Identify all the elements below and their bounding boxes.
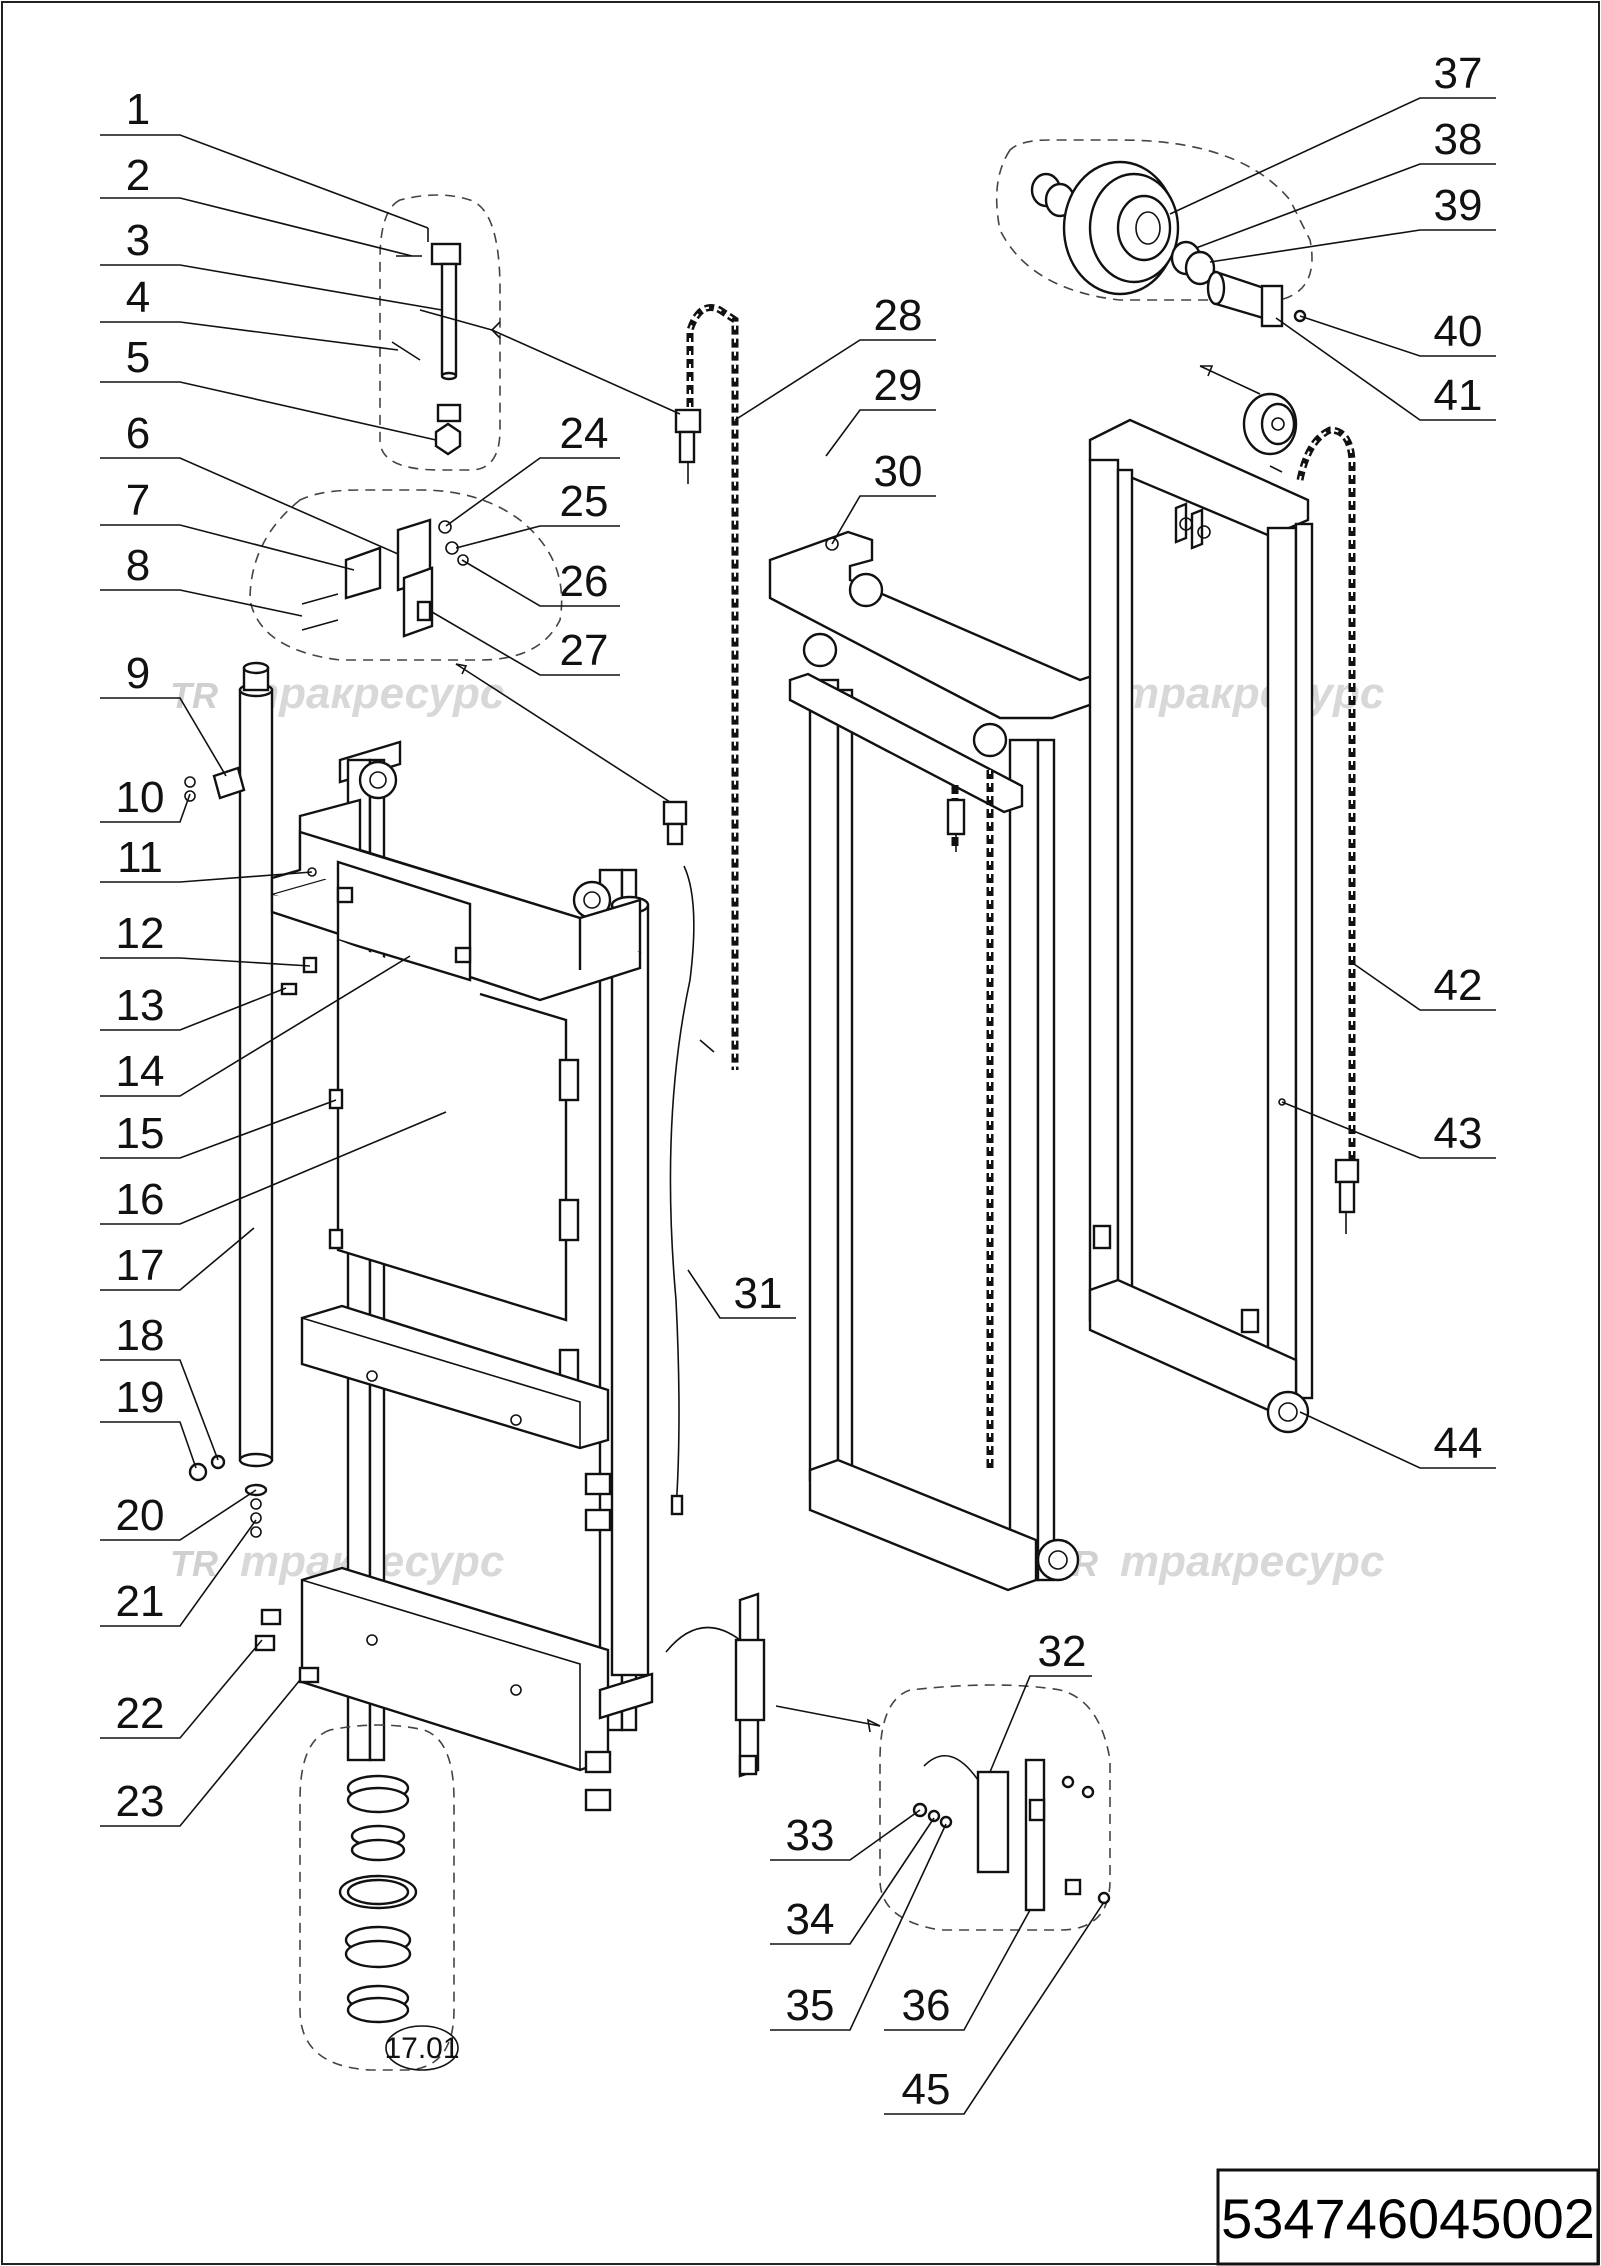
callout-27: 27 bbox=[560, 626, 609, 675]
callout-6: 6 bbox=[126, 409, 150, 458]
sensor-cable bbox=[662, 800, 715, 1516]
small-fasteners-left bbox=[184, 776, 320, 1684]
callout-7: 7 bbox=[126, 476, 150, 525]
callout-44: 44 bbox=[1434, 1419, 1483, 1468]
svg-text:тракресурс: тракресурс bbox=[1120, 669, 1384, 718]
callout-18: 18 bbox=[116, 1311, 165, 1360]
callout-26: 26 bbox=[560, 557, 609, 606]
switch-bracket-loose bbox=[665, 1592, 766, 1778]
callout-40: 40 bbox=[1434, 307, 1483, 356]
inner-mast-frame bbox=[768, 530, 1106, 1592]
callout-28: 28 bbox=[874, 291, 923, 340]
callout-33: 33 bbox=[786, 1811, 835, 1860]
arrow-sheave bbox=[1199, 365, 1261, 395]
callout-36: 36 bbox=[902, 1981, 951, 2030]
arrow-detail-1-5 bbox=[419, 309, 493, 331]
switch-detail bbox=[879, 1684, 1111, 1931]
callout-13: 13 bbox=[116, 981, 165, 1030]
callout-labels: 1 2 3 4 5 6 7 8 9 10 11 12 13 14 15 16 1… bbox=[116, 49, 1483, 2114]
callout-3: 3 bbox=[126, 216, 150, 265]
lift-chain-left bbox=[674, 304, 739, 1070]
callout-23: 23 bbox=[116, 1777, 165, 1826]
callout-31: 31 bbox=[734, 1269, 783, 1318]
arrow-detail-6-27 bbox=[455, 663, 671, 803]
callout-12: 12 bbox=[116, 909, 165, 958]
arrow-switch bbox=[775, 1705, 881, 1727]
callout-30: 30 bbox=[874, 447, 923, 496]
callout-25: 25 bbox=[560, 477, 609, 526]
callout-leaders bbox=[100, 97, 1496, 2115]
watermark-4: TR тракресурс bbox=[1050, 1537, 1384, 1586]
callout-22: 22 bbox=[116, 1689, 165, 1738]
detail-group-6-8-24-27 bbox=[249, 489, 563, 661]
callout-20: 20 bbox=[116, 1491, 165, 1540]
callout-34: 34 bbox=[786, 1895, 835, 1944]
part-number: 534746045002 bbox=[1221, 2187, 1595, 2250]
outer-mast-right bbox=[1088, 418, 1314, 1434]
callout-11: 11 bbox=[117, 833, 163, 882]
callout-24: 24 bbox=[560, 409, 609, 458]
svg-text:тракресурс: тракресурс bbox=[240, 669, 504, 718]
callout-32: 32 bbox=[1038, 1627, 1087, 1676]
callout-15: 15 bbox=[116, 1109, 165, 1158]
callout-45: 45 bbox=[902, 2065, 951, 2114]
part-number-box: 534746045002 bbox=[1216, 2168, 1600, 2266]
chain-sheave-detail bbox=[995, 139, 1313, 328]
svg-text:тракресурс: тракресурс bbox=[1120, 1537, 1384, 1586]
outer-mast-frame bbox=[270, 740, 654, 1812]
lift-cylinder bbox=[212, 661, 274, 1468]
callout-2: 2 bbox=[126, 151, 150, 200]
callout-43: 43 bbox=[1434, 1109, 1483, 1158]
callout-42: 42 bbox=[1434, 961, 1483, 1010]
callout-10: 10 bbox=[116, 773, 165, 822]
svg-text:TR: TR bbox=[170, 675, 218, 716]
callout-21: 21 bbox=[116, 1577, 165, 1626]
callout-16: 16 bbox=[116, 1175, 165, 1224]
callout-35: 35 bbox=[786, 1981, 835, 2030]
callout-37: 37 bbox=[1434, 49, 1483, 98]
watermark-1: TR тракресурс bbox=[170, 669, 504, 718]
lift-chain-right bbox=[1296, 426, 1360, 1234]
callout-29: 29 bbox=[874, 361, 923, 410]
callout-19: 19 bbox=[116, 1373, 165, 1422]
detail-group-1-5 bbox=[379, 194, 501, 471]
callout-38: 38 bbox=[1434, 115, 1483, 164]
seal-kit-label: 17.01 bbox=[384, 2032, 459, 2065]
seal-kit-17-01: 17.01 bbox=[299, 1724, 460, 2071]
callout-17: 17 bbox=[116, 1241, 165, 1290]
callout-8: 8 bbox=[126, 541, 150, 590]
callout-41: 41 bbox=[1434, 371, 1483, 420]
callout-9: 9 bbox=[126, 649, 150, 698]
svg-text:TR: TR bbox=[170, 1543, 218, 1584]
callout-14: 14 bbox=[116, 1047, 165, 1096]
callout-39: 39 bbox=[1434, 181, 1483, 230]
sheave-installed bbox=[1242, 392, 1298, 473]
callout-5: 5 bbox=[126, 333, 150, 382]
callout-1: 1 bbox=[126, 85, 150, 134]
callout-4: 4 bbox=[126, 273, 150, 322]
